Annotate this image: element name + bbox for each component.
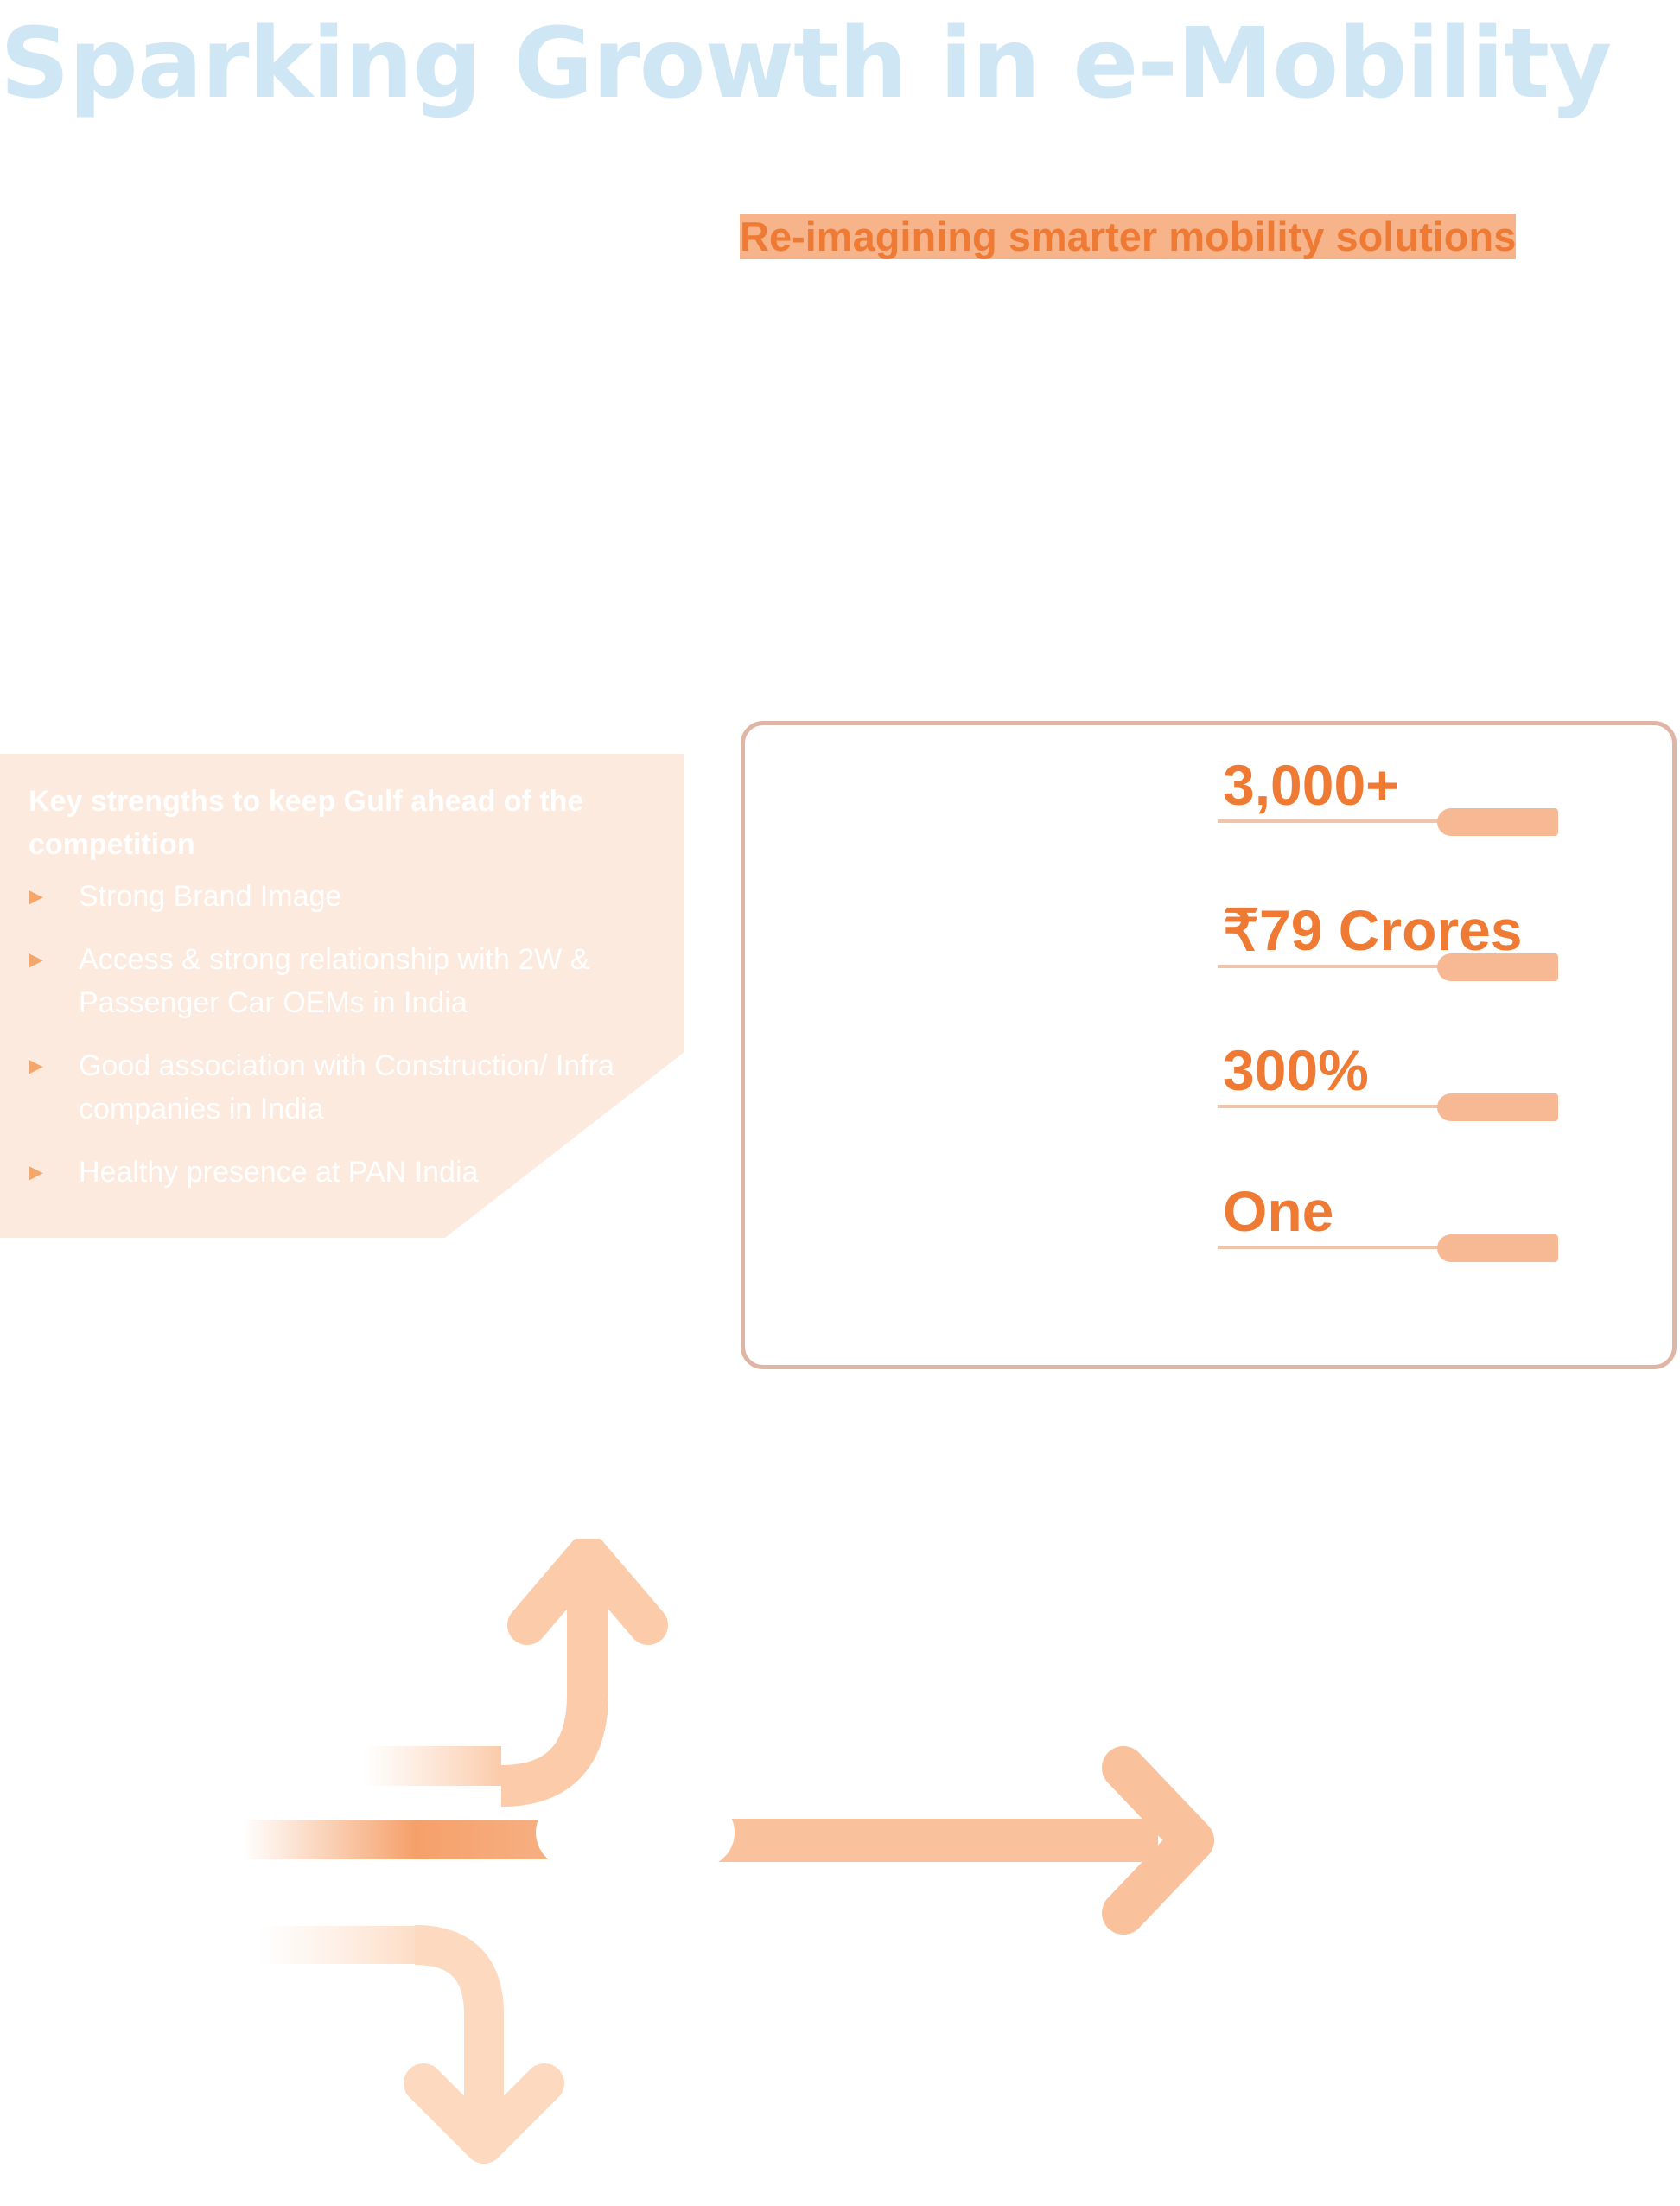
triangle-bullet-icon: ▶ <box>29 885 43 907</box>
stat-tag <box>1437 1234 1558 1262</box>
arrow-up-icon <box>363 1539 668 1807</box>
strength-item-text: Healthy presence at PAN India <box>79 1156 479 1189</box>
stat-divider <box>1218 1246 1451 1249</box>
growth-arrows-graphic <box>242 1539 1214 2164</box>
strength-item: ▶ Good association with Construction/ In… <box>29 1044 651 1131</box>
stat-tag <box>1437 808 1558 836</box>
strength-item-text: Good association with Construction/ Infr… <box>79 1049 614 1125</box>
stat-divider <box>1218 1105 1451 1108</box>
key-strengths-panel: Key strengths to keep Gulf ahead of the … <box>0 754 684 1238</box>
stat-tag <box>1437 1093 1558 1121</box>
stat-value: One <box>1223 1179 1334 1243</box>
arrow-right-icon <box>242 1746 1214 1935</box>
triangle-bullet-icon: ▶ <box>29 1055 43 1076</box>
stat-item: 3,000+ <box>1218 753 1569 836</box>
triangle-bullet-icon: ▶ <box>29 1161 43 1183</box>
stat-item: 300% <box>1218 1038 1569 1121</box>
arrow-down-icon <box>259 1925 564 2164</box>
stat-tag <box>1437 953 1558 981</box>
page-title: Sparking Growth in e-Mobility <box>0 8 1612 120</box>
strength-item: ▶ Strong Brand Image <box>29 875 651 918</box>
stat-divider <box>1218 965 1451 968</box>
stat-item: One <box>1218 1179 1569 1262</box>
strength-item: ▶ Healthy presence at PAN India <box>29 1151 651 1194</box>
stat-value: 3,000+ <box>1223 753 1399 817</box>
stat-value: ₹79 Crores <box>1223 898 1523 962</box>
stat-divider <box>1218 819 1451 823</box>
strength-item-text: Access & strong relationship with 2W & P… <box>79 943 590 1019</box>
stat-value: 300% <box>1223 1038 1369 1102</box>
strengths-heading: Key strengths to keep Gulf ahead of the … <box>29 785 584 861</box>
stat-item: ₹79 Crores <box>1218 898 1569 981</box>
page-subtitle: Re-imagining smarter mobility solutions <box>740 214 1517 259</box>
subtitle-text: Re-imagining smarter mobility solutions <box>740 214 1517 259</box>
triangle-bullet-icon: ▶ <box>29 948 43 970</box>
strength-item: ▶ Access & strong relationship with 2W &… <box>29 938 651 1024</box>
strength-item-text: Strong Brand Image <box>79 880 342 913</box>
